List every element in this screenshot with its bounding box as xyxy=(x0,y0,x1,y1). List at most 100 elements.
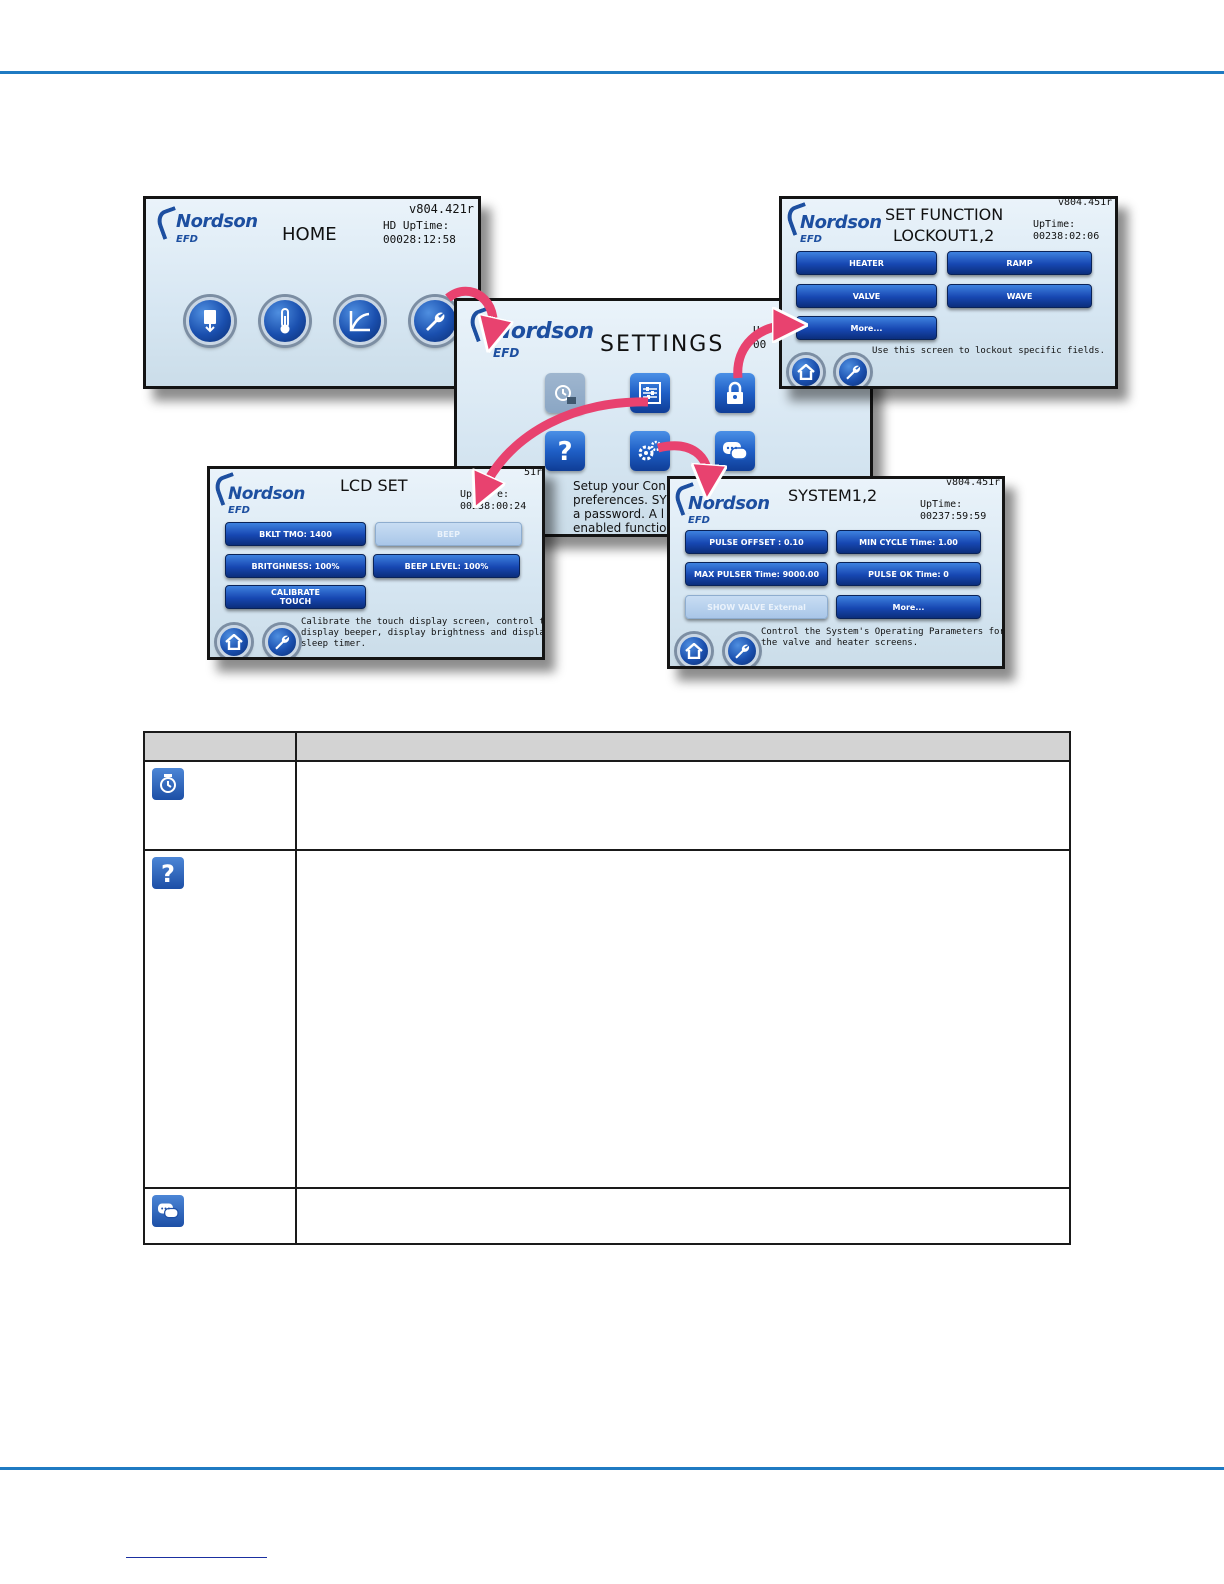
version-label: v804.421r xyxy=(409,202,475,216)
footer-link-underline[interactable] xyxy=(126,1557,267,1558)
set-function-screen: Nordson EFD SET FUNCTION LOCKOUT1,2 v804… xyxy=(779,196,1118,389)
chat-icon[interactable] xyxy=(715,431,755,471)
svg-text:?: ? xyxy=(557,437,572,465)
uptime-label: HD UpTime: xyxy=(383,219,450,232)
padlock-icon[interactable] xyxy=(715,373,755,413)
screen-title: SYSTEM1,2 xyxy=(788,486,878,505)
more-button[interactable]: More... xyxy=(796,316,937,340)
settings-description-line-1: Setup your Con xyxy=(573,479,666,493)
brand-sub-logo: EFD xyxy=(493,346,520,360)
max-pulser-time-button[interactable]: MAX PULSER Time: 9000.00 xyxy=(685,562,828,586)
calibrate-touch-button[interactable]: CALIBRATE TOUCH xyxy=(225,585,366,609)
footer-rule xyxy=(0,1467,1224,1470)
screen-title: SETTINGS xyxy=(600,332,725,357)
wrench-icon[interactable] xyxy=(411,297,459,345)
lcd-description-line-3: sleep timer. xyxy=(301,639,367,649)
brand-logo: Nordson xyxy=(493,319,594,344)
system-screen: Nordson EFD SYSTEM1,2 v804.451r UpTime: … xyxy=(667,476,1005,669)
screen-description: Use this screen to lockout specific fiel… xyxy=(872,346,1105,356)
brand-sub-logo: EFD xyxy=(228,505,250,516)
timer-lock-icon[interactable] xyxy=(545,373,585,413)
home-icon[interactable] xyxy=(677,634,711,666)
min-cycle-time-button[interactable]: MIN CYCLE Time: 1.00 xyxy=(836,530,981,554)
table-row xyxy=(143,1187,1071,1245)
lcd-set-screen: Nordson EFD LCD SET 51r Up e: 00238:00:2… xyxy=(207,466,545,660)
lcd-description-line-2: display beeper, display brightness and d… xyxy=(301,628,545,638)
wrench-icon[interactable] xyxy=(265,625,299,657)
table-row xyxy=(143,760,1071,851)
wrench-icon[interactable] xyxy=(836,355,870,386)
valve-button[interactable]: VALVE xyxy=(796,284,937,308)
screen-title: HOME xyxy=(282,224,337,245)
touch-label: TOUCH xyxy=(279,597,312,606)
beep-level-button[interactable]: BEEP LEVEL: 100% xyxy=(373,554,520,578)
screen-title-line-1: SET FUNCTION xyxy=(885,205,1004,224)
settings-description-line-3: a password. A l xyxy=(573,507,665,521)
pulse-offset-button[interactable]: PULSE OFFSET : 0.10 xyxy=(685,530,828,554)
home-icon[interactable] xyxy=(789,355,823,386)
brand-sub-logo: EFD xyxy=(800,234,822,245)
chat-icon xyxy=(152,1195,184,1227)
table-text-cell xyxy=(295,760,1071,851)
table-header-row xyxy=(143,731,1071,762)
icon-description-table: ? xyxy=(143,731,1071,1245)
pulse-ok-time-button[interactable]: PULSE OK Time: 0 xyxy=(836,562,981,586)
table-row: ? xyxy=(143,849,1071,1189)
table-icon-cell xyxy=(143,760,297,851)
thermometer-icon[interactable] xyxy=(261,297,309,345)
table-header-cell xyxy=(143,731,297,762)
uptime-value: 00028:12:58 xyxy=(383,233,456,246)
uptime-label: UpTime: xyxy=(1033,219,1076,230)
table-text-cell xyxy=(295,849,1071,1189)
uptime-value: 00238:00:24 xyxy=(460,501,527,512)
sliders-icon[interactable] xyxy=(630,373,670,413)
wave-button[interactable]: WAVE xyxy=(947,284,1092,308)
brand-sub-logo: EFD xyxy=(688,515,710,526)
valve-icon[interactable] xyxy=(186,297,234,345)
brand-logo: Nordson xyxy=(228,484,305,504)
show-valve-external-button[interactable]: SHOW VALVE External xyxy=(685,595,828,619)
version-label: v804.451r xyxy=(946,477,1001,488)
brand-logo: Nordson xyxy=(688,493,770,514)
wrench-icon[interactable] xyxy=(725,634,759,666)
heater-button[interactable]: HEATER xyxy=(796,251,937,275)
timer-icon xyxy=(152,768,184,800)
brand-logo: Nordson xyxy=(800,212,882,233)
brand-logo: Nordson xyxy=(176,211,258,232)
home-icon[interactable] xyxy=(217,625,251,657)
table-icon-cell xyxy=(143,1187,297,1245)
screen-title-line-2: LOCKOUT1,2 xyxy=(893,226,995,245)
calibrate-label: CALIBRATE xyxy=(271,588,320,597)
system-description-line-1: Control the System's Operating Parameter… xyxy=(761,627,1005,637)
gears-icon[interactable] xyxy=(630,431,670,471)
brightness-button[interactable]: BRITGHNESS: 100% xyxy=(225,554,366,578)
uptime-label: Up xyxy=(460,489,473,500)
uptime-label: U xyxy=(753,324,760,337)
settings-description-line-4: enabled functio xyxy=(573,521,667,535)
lcd-description-line-1: Calibrate the touch display screen, cont… xyxy=(301,617,545,627)
uptime-value: 00 xyxy=(753,338,767,351)
system-description-line-2: the valve and heater screens. xyxy=(761,638,919,648)
version-label: v804.451r xyxy=(1058,197,1113,208)
uptime-value: 00238:02:06 xyxy=(1033,231,1100,242)
uptime-value: 00237:59:59 xyxy=(920,511,987,522)
question-icon: ? xyxy=(152,857,184,889)
settings-description-line-2: preferences. SY xyxy=(573,493,667,507)
ramp-button[interactable]: RAMP xyxy=(947,251,1092,275)
svg-text:?: ? xyxy=(161,860,175,886)
header-rule xyxy=(0,71,1224,74)
home-screen: Nordson EFD HOME v804.421r HD UpTime: 00… xyxy=(143,196,481,389)
uptime-label: UpTime: xyxy=(920,499,963,510)
brand-sub-logo: EFD xyxy=(176,234,198,245)
screen-title: LCD SET xyxy=(340,476,408,495)
ramp-graph-icon[interactable] xyxy=(336,297,384,345)
backlight-timeout-button[interactable]: BKLT TMO: 1400 xyxy=(225,522,366,546)
version-label: 51r xyxy=(524,467,543,478)
uptime-label-tail: e: xyxy=(497,489,510,500)
beep-toggle-button[interactable]: BEEP xyxy=(375,522,522,546)
table-icon-cell: ? xyxy=(143,849,297,1189)
more-button[interactable]: More... xyxy=(836,595,981,619)
table-header-cell xyxy=(295,731,1071,762)
table-text-cell xyxy=(295,1187,1071,1245)
question-icon[interactable]: ? xyxy=(545,431,585,471)
